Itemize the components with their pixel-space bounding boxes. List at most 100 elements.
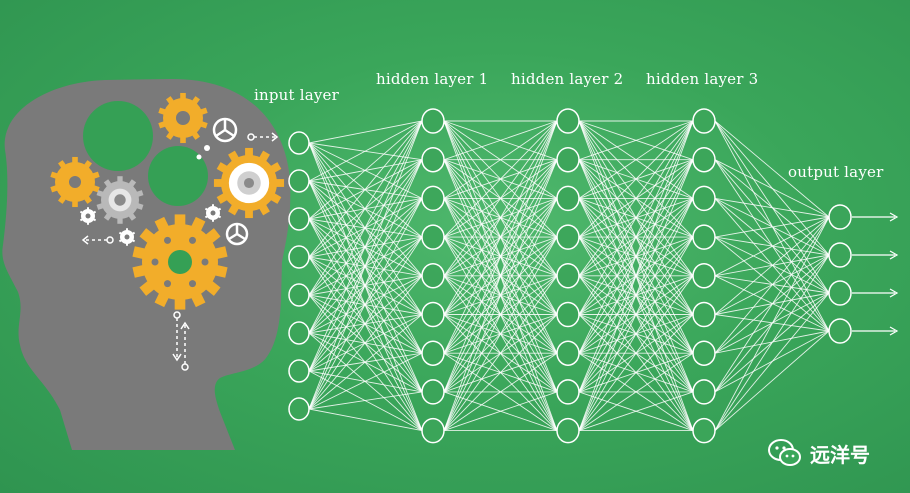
neuron-node: [288, 131, 310, 155]
connection-line: [578, 352, 694, 431]
neuron-node: [288, 397, 310, 421]
neuron-node: [828, 280, 852, 306]
connection-line: [578, 159, 694, 431]
connection-line: [578, 236, 694, 431]
connection-line: [308, 120, 423, 182]
neuron-node: [421, 185, 445, 212]
neuron-node: [692, 301, 716, 328]
connection-line: [578, 391, 694, 432]
hidden-layer-1-label: hidden layer 1: [376, 70, 489, 88]
connection-line: [308, 120, 423, 372]
neuron-node: [288, 283, 310, 307]
neuron-node: [828, 204, 852, 230]
connection-line: [443, 120, 558, 238]
neurons: [288, 108, 852, 444]
connection-line: [578, 198, 694, 431]
connection-line: [308, 198, 423, 410]
arrow-right-icon: [247, 132, 279, 142]
neuron-node: [556, 301, 580, 328]
wheel-icon: [212, 117, 238, 143]
arrow-up-down-icon: [172, 311, 190, 371]
connection-line: [578, 120, 694, 431]
neuron-node: [288, 207, 310, 231]
input-layer-label: input layer: [254, 86, 339, 104]
neuron-node: [556, 185, 580, 212]
output-arrow-icon: [852, 326, 899, 336]
connection-line: [714, 330, 830, 431]
neuron-node: [421, 379, 445, 405]
connection-line: [578, 120, 694, 315]
neuron-node: [421, 340, 445, 366]
connection-line: [443, 275, 558, 431]
connection-line: [308, 159, 423, 410]
connection-line: [443, 120, 558, 431]
connection-line: [443, 198, 558, 431]
connection-line: [443, 120, 558, 315]
neuron-node: [556, 263, 580, 289]
connection-line: [443, 236, 558, 431]
connection-line: [714, 216, 830, 315]
neuron-node: [421, 108, 445, 134]
connections: [308, 120, 830, 432]
output-arrows: [852, 212, 899, 336]
dot-icon: [204, 145, 210, 151]
neuron-node: [556, 108, 580, 134]
connection-line: [443, 352, 558, 431]
connection-line: [443, 120, 558, 354]
watermark-text: 远洋号: [810, 442, 870, 467]
neuron-node: [556, 224, 580, 250]
output-arrow-icon: [852, 288, 899, 298]
neuron-node: [421, 417, 445, 444]
connection-line: [308, 120, 423, 220]
gear-icon: [213, 147, 285, 219]
gear-icon: [96, 176, 144, 224]
connection-line: [308, 236, 423, 410]
gear-icon: [50, 156, 100, 208]
neuron-node: [692, 379, 716, 405]
output-layer-label: output layer: [788, 163, 884, 181]
connection-line: [308, 352, 423, 410]
wechat-icon: [768, 439, 801, 466]
connection-line: [714, 216, 830, 277]
neuron-node: [421, 301, 445, 328]
gear-icon: [79, 207, 97, 225]
neuron-node: [288, 359, 310, 383]
connection-line: [714, 216, 830, 393]
connection-line: [443, 314, 558, 431]
neuron-node: [288, 245, 310, 269]
neuron-node: [556, 417, 580, 444]
neuron-node: [421, 263, 445, 289]
connection-line: [443, 120, 558, 161]
connection-line: [714, 120, 830, 218]
connection-line: [443, 120, 558, 199]
connection-line: [578, 120, 694, 393]
neuron-node: [692, 185, 716, 212]
connection-line: [308, 120, 423, 258]
connection-line: [578, 314, 694, 431]
connection-line: [308, 275, 423, 410]
connection-line: [714, 159, 830, 218]
connection-line: [714, 216, 830, 354]
gear-icon: [118, 228, 136, 246]
gear-icon: [132, 214, 228, 310]
neuron-node: [692, 224, 716, 250]
hidden-layer-3-label: hidden layer 3: [646, 70, 759, 88]
connection-line: [308, 408, 423, 432]
arrow-left-icon: [81, 235, 114, 245]
neuron-node: [288, 321, 310, 345]
connection-line: [443, 120, 558, 393]
neuron-node: [288, 169, 310, 193]
green-circle-medium: [148, 146, 208, 206]
connection-line: [714, 216, 830, 238]
neuron-node: [692, 340, 716, 366]
neuron-node: [828, 242, 852, 268]
connection-line: [578, 120, 694, 161]
green-circle-large: [83, 101, 153, 171]
hidden-layer-2-label: hidden layer 2: [511, 70, 624, 88]
watermark: 远洋号: [768, 438, 870, 468]
neuron-node: [556, 379, 580, 405]
neuron-node: [421, 146, 445, 173]
